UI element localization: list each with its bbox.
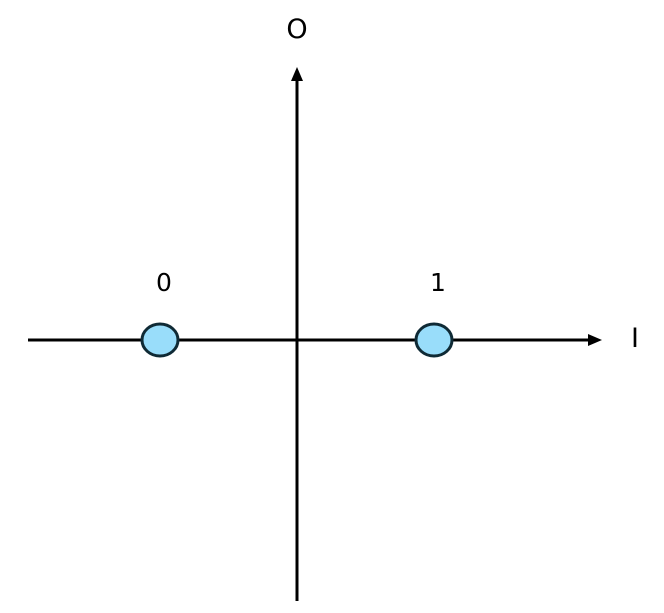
i-axis-arrow-icon bbox=[588, 334, 602, 346]
point-label-0: 0 bbox=[156, 268, 172, 297]
constellation-point-1 bbox=[414, 322, 454, 358]
point-label-1: 1 bbox=[430, 268, 446, 297]
constellation-point-0 bbox=[140, 322, 180, 358]
i-axis-label: I bbox=[631, 323, 639, 354]
o-axis-label: O bbox=[286, 14, 307, 45]
o-axis-arrow-icon bbox=[291, 67, 303, 81]
